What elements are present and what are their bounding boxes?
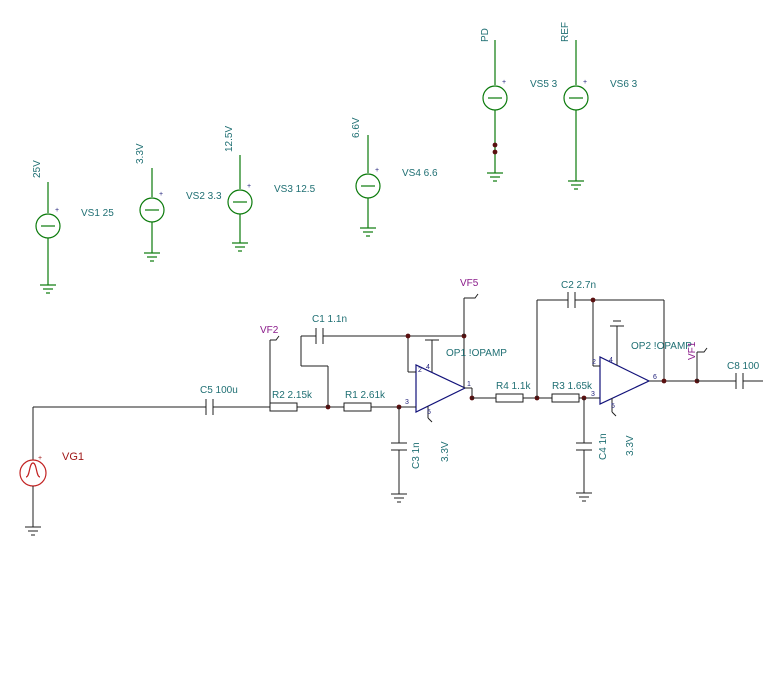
label-vs5: VS5 3 [530, 79, 558, 90]
probe-vf5[interactable]: VF5 [460, 278, 479, 336]
label-c3: C3 1n [411, 442, 422, 469]
capacitor-c8[interactable]: C8 100 [697, 361, 763, 389]
probe-vf2[interactable]: VF2 [260, 325, 280, 407]
label-vs2: VS2 3.3 [186, 191, 222, 202]
voltage-source-vs1[interactable]: 25V VS1 25 + [32, 160, 114, 294]
pin-2: 2 [418, 367, 422, 374]
label-r2: R2 2.15k [272, 390, 313, 401]
node-label-ref: REF [560, 22, 571, 42]
label-vs3: VS3 12.5 [274, 184, 316, 195]
label-r1: R1 2.61k [345, 390, 386, 401]
voltage-source-vs6[interactable]: REF VS6 3 + [560, 22, 638, 190]
label-op2: OP2 !OPAMP [631, 341, 692, 352]
node-label-12v5: 12.5V [224, 126, 235, 152]
label-vf2: VF2 [260, 325, 279, 336]
pin-2: 2 [592, 359, 596, 366]
label-vs4: VS4 6.6 [402, 168, 438, 179]
label-r4: R4 1.1k [496, 381, 531, 392]
op2-supply-label: 3.3V [625, 435, 636, 456]
opamp-op1[interactable]: 4 2 1 3 5 OP1 !OPAMP 3.3V [405, 333, 507, 462]
node-label-3v3: 3.3V [135, 143, 146, 164]
label-vs6: VS6 3 [610, 79, 638, 90]
label-r3: R3 1.65k [552, 381, 593, 392]
voltage-source-vs3[interactable]: 12.5V VS3 12.5 + [224, 126, 316, 252]
voltage-source-vs2[interactable]: 3.3V VS2 3.3 + [135, 143, 222, 262]
plus-sign: + [583, 79, 587, 86]
pin-6: 6 [653, 374, 657, 381]
pin-1: 1 [467, 381, 471, 388]
plus-sign: + [502, 79, 506, 86]
label-c5: C5 100u [200, 385, 238, 396]
probe-vf1[interactable]: VF1 [687, 341, 708, 381]
node-label-25v: 25V [32, 160, 43, 178]
label-vs1: VS1 25 [81, 208, 114, 219]
resistor-r2[interactable]: R2 2.15k [269, 390, 344, 412]
capacitor-c2[interactable]: C2 2.7n [536, 280, 665, 398]
label-c2: C2 2.7n [561, 280, 596, 291]
pin-4: 4 [609, 357, 613, 364]
capacitor-c4[interactable]: C4 1n [576, 398, 609, 502]
capacitor-c3[interactable]: C3 1n [391, 407, 422, 503]
pin-3: 3 [405, 399, 409, 406]
signal-generator-vg1[interactable]: VG1 + [19, 407, 84, 536]
plus-sign: + [159, 191, 163, 198]
opamp-op2[interactable]: 4 2 3 6 5 OP2 !OPAMP 3.3V [590, 297, 700, 456]
node-label-pd: PD [480, 28, 491, 42]
pin-4: 4 [426, 364, 430, 371]
label-vf1: VF1 [687, 341, 698, 360]
node-label-6v6: 6.6V [351, 117, 362, 138]
label-c8: C8 100 [727, 361, 760, 372]
pin-5: 5 [611, 403, 615, 410]
plus-sign: + [55, 207, 59, 214]
label-vf5: VF5 [460, 278, 479, 289]
plus-sign: + [38, 455, 42, 462]
label-op1: OP1 !OPAMP [446, 348, 507, 359]
capacitor-c1[interactable]: C1 1.1n [300, 314, 464, 407]
label-vg1: VG1 [62, 451, 84, 463]
plus-sign: + [247, 183, 251, 190]
voltage-source-vs5[interactable]: PD VS5 3 + [480, 28, 558, 182]
voltage-source-vs4[interactable]: 6.6V VS4 6.6 + [351, 117, 438, 237]
pin-5: 5 [427, 409, 431, 416]
op1-supply-label: 3.3V [440, 441, 451, 462]
resistor-r4[interactable]: R4 1.1k [495, 381, 552, 403]
label-c1: C1 1.1n [312, 314, 347, 325]
label-c4: C4 1n [598, 433, 609, 460]
plus-sign: + [375, 167, 379, 174]
pin-3: 3 [591, 391, 595, 398]
capacitor-c5[interactable]: C5 100u [200, 385, 270, 415]
